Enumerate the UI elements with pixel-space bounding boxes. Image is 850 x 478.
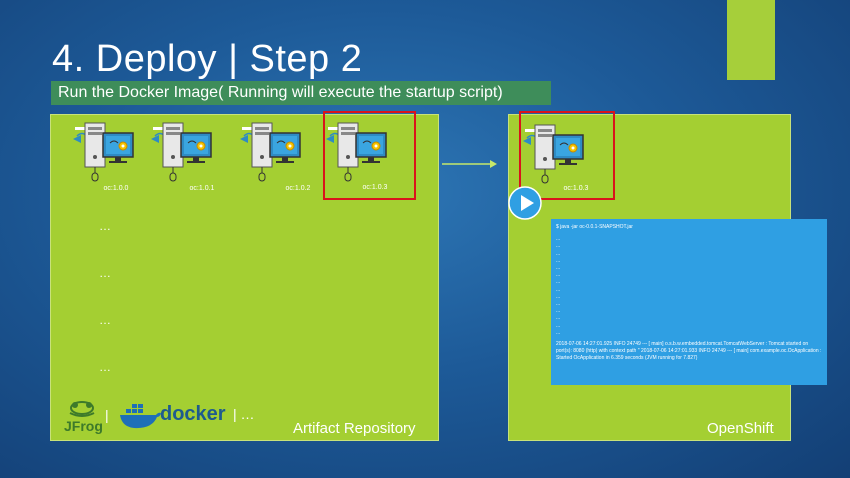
console-log-line: ... xyxy=(556,257,561,264)
openshift-label: OpenShift xyxy=(707,420,774,437)
console-log-line: ... xyxy=(556,308,561,315)
console-log-line: ... xyxy=(556,279,561,286)
server-label: oc:1.0.1 xyxy=(189,185,215,192)
docker-wordmark: docker xyxy=(160,403,226,425)
server-label: oc:1.0.3 xyxy=(563,185,589,192)
console-log-line: ... xyxy=(556,272,561,279)
server-icon xyxy=(151,121,215,187)
logo-separator: | xyxy=(105,407,109,423)
selection-highlight xyxy=(519,111,615,200)
console-log-line: ... xyxy=(556,265,561,272)
console-command: $ java -jar oc-0.0.1-SNAPSHOT.jar xyxy=(556,224,633,230)
server-label: oc:1.0.2 xyxy=(285,185,311,192)
jfrog-logo: JFrog xyxy=(62,397,103,435)
svg-text:JFrog: JFrog xyxy=(64,418,102,434)
console-output: $ java -jar oc-0.0.1-SNAPSHOT.jar ... ..… xyxy=(551,219,827,385)
transfer-arrow-icon xyxy=(440,156,498,168)
console-log-line: ... xyxy=(556,322,561,329)
console-log-line: ... xyxy=(556,293,561,300)
artifact-repository-label: Artifact Repository xyxy=(293,420,416,437)
play-icon[interactable] xyxy=(508,186,542,220)
console-log-line: ... xyxy=(556,315,561,322)
ellipsis: … xyxy=(99,219,112,233)
slide-subtitle: Run the Docker Image( Running will execu… xyxy=(51,81,551,105)
server-icon xyxy=(326,121,390,187)
console-log-line: ... xyxy=(556,236,561,243)
console-log-line: ... xyxy=(556,329,561,336)
server-label-selected: oc:1.0.3 xyxy=(362,184,388,191)
console-log-line: ... xyxy=(556,250,561,257)
ellipsis: … xyxy=(99,313,112,327)
server-icon xyxy=(523,123,587,189)
slide-title: 4. Deploy | Step 2 xyxy=(52,38,363,80)
ellipsis: … xyxy=(99,360,112,374)
console-log-line: ... xyxy=(556,243,561,250)
console-log-line: ... xyxy=(556,286,561,293)
ellipsis: … xyxy=(99,266,112,280)
console-startup-output: 2018-07-06 14:27:01.925 INFO 24749 --- [… xyxy=(556,341,822,362)
server-icon xyxy=(240,121,304,187)
accent-block xyxy=(727,0,775,80)
selection-highlight xyxy=(323,111,416,200)
server-icon xyxy=(73,121,137,187)
docker-whale-icon xyxy=(118,404,162,430)
console-log-line: ... xyxy=(556,301,561,308)
more-logos: | … xyxy=(233,406,255,422)
server-label: oc:1.0.0 xyxy=(103,185,129,192)
artifact-repository-panel: oc:1.0.0 oc:1.0.1 oc:1.0.2 oc:1.0.3 … … … xyxy=(50,111,439,441)
